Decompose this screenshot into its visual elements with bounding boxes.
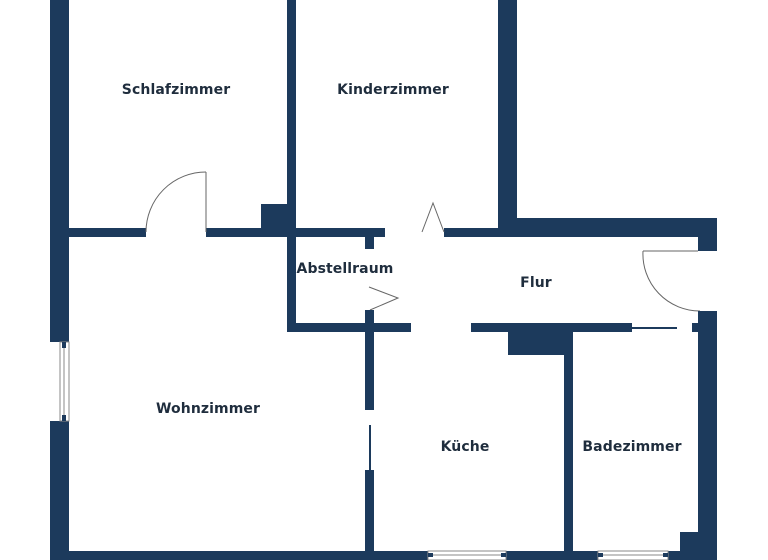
- wall-flur-top: [498, 218, 717, 237]
- wall-kinder-bottom-left: [296, 228, 385, 237]
- wall-left-outer-bottom: [50, 421, 69, 560]
- door-kinderzimmer: [421, 201, 445, 233]
- wall-schlaf-bottom-left: [69, 228, 146, 237]
- wall-bottom-outer-mid: [506, 551, 598, 560]
- wall-abstell-stub: [365, 235, 374, 249]
- wall-abstell-left-opening: [287, 259, 296, 302]
- wall-kueche-bad: [564, 332, 573, 560]
- room-label-badezimmer: Badezimmer: [582, 439, 682, 455]
- window-badezimmer: [597, 550, 669, 560]
- wall-abstell-bottom: [287, 323, 411, 332]
- wall-kinder-bottom-right: [444, 228, 504, 237]
- wall-flur-top-right: [698, 218, 717, 251]
- wall-abstell-left-bottom: [287, 302, 296, 332]
- wall-left-outer-top: [50, 0, 69, 342]
- wall-block-kueche: [508, 332, 573, 355]
- wall-right-outer: [698, 311, 717, 560]
- wall-bottom-outer-right: [668, 551, 717, 560]
- wall-schlaf-kinder: [287, 0, 296, 237]
- room-label-kinderzimmer: Kinderzimmer: [337, 82, 449, 98]
- door-abstellraum: [368, 286, 400, 311]
- wall-kinder-right: [498, 0, 517, 237]
- room-label-schlafzimmer: Schlafzimmer: [121, 82, 231, 98]
- window-wohnzimmer-left: [59, 341, 70, 422]
- wall-flur-bottom-stub: [692, 323, 700, 332]
- wall-wohn-kueche-top: [365, 310, 374, 410]
- wall-pillar-schlaf: [261, 204, 288, 237]
- room-label-abstellraum: Abstellraum: [296, 261, 394, 277]
- wall-flur-bottom: [471, 323, 632, 332]
- wall-schlaf-bottom-right: [206, 228, 296, 237]
- room-label-flur: Flur: [520, 275, 552, 291]
- wall-bottom-outer-left: [50, 551, 428, 560]
- wall-abstell-left-top: [287, 237, 296, 259]
- window-kueche: [427, 550, 507, 560]
- door-entrance: [642, 250, 701, 312]
- room-label-wohnzimmer: Wohnzimmer: [155, 401, 261, 417]
- room-label-kueche: Küche: [440, 439, 490, 455]
- wall-wohn-kueche-bottom: [365, 470, 374, 560]
- door-schlafzimmer: [145, 171, 207, 233]
